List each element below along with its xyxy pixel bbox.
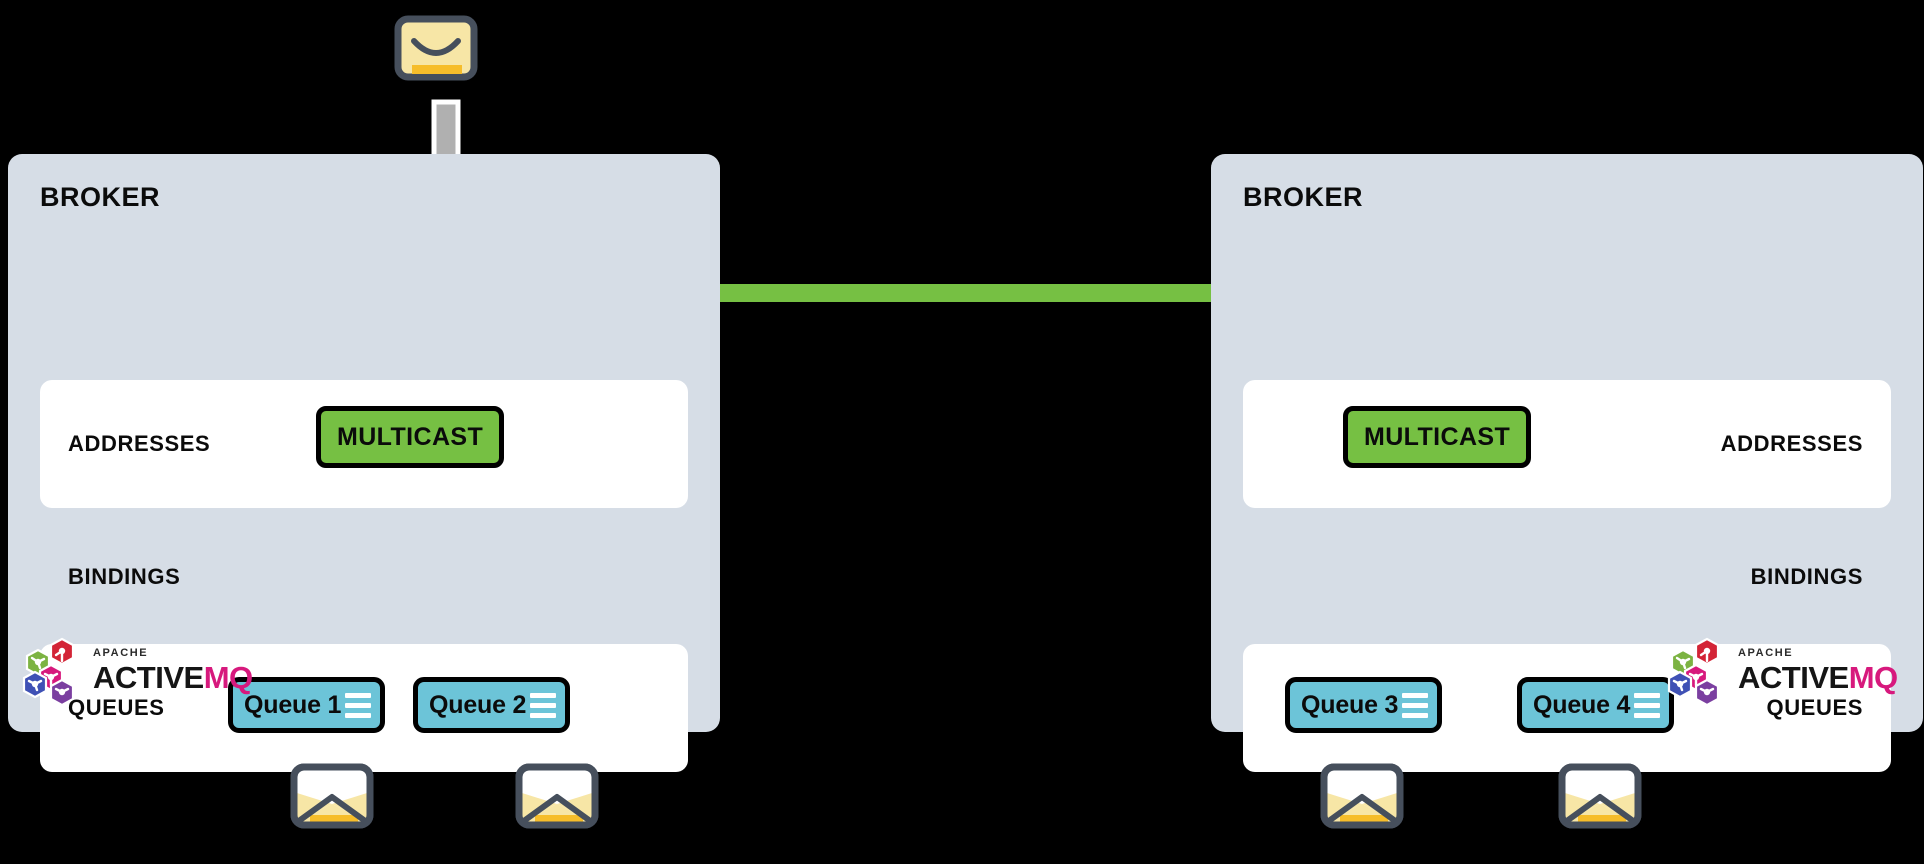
activemq-hexagon-logo-icon xyxy=(18,636,84,704)
addresses-label: ADDRESSES xyxy=(68,431,211,456)
queue-chip-3[interactable]: Queue 3 xyxy=(1285,677,1443,733)
queue-lines-icon xyxy=(345,692,372,718)
envelope-open-icon-2 xyxy=(515,763,599,829)
queues-row: QUEUES Queue 1 Queue 2 xyxy=(40,644,688,772)
address-multicast-chip[interactable]: MULTICAST xyxy=(316,406,505,468)
activemq-logo-right: APACHE ACTIVEMQ xyxy=(1663,636,1898,704)
addresses-row: ADDRESSES MULTICAST xyxy=(40,380,688,508)
logo-active-text: ACTIVE xyxy=(93,659,204,695)
address-multicast-chip[interactable]: MULTICAST xyxy=(1343,406,1532,468)
queue-chip-label: Queue 3 xyxy=(1301,690,1399,719)
broker-title: BROKER xyxy=(1243,182,1364,212)
envelope-open-icon-3 xyxy=(1320,763,1404,829)
queue-chip-4[interactable]: Queue 4 xyxy=(1517,677,1675,733)
logo-active-text: ACTIVE xyxy=(1738,659,1849,695)
logo-apache-text: APACHE xyxy=(93,646,149,659)
queues-label: QUEUES xyxy=(68,695,165,720)
broker-panel-left: BROKER ADDRESSES MULTICAST BINDINGS QUEU… xyxy=(8,154,720,772)
broker-panel-right: BROKER ADDRESSES MULTICAST BINDINGS QUEU… xyxy=(1211,154,1923,772)
envelope-open-icon-4 xyxy=(1558,763,1642,829)
bindings-label: BINDINGS xyxy=(1750,564,1863,589)
queue-chip-label: Queue 2 xyxy=(429,690,527,719)
logo-mq-text: MQ xyxy=(203,659,253,695)
queue-lines-icon xyxy=(530,692,557,718)
logo-mq-text: MQ xyxy=(1848,659,1898,695)
queues-label: QUEUES xyxy=(1766,695,1863,720)
logo-apache-text: APACHE xyxy=(1738,646,1794,659)
queue-chip-label: Queue 1 xyxy=(244,690,342,719)
queue-chip-1[interactable]: Queue 1 xyxy=(228,677,386,733)
queue-lines-icon xyxy=(1402,692,1429,718)
queue-chip-label: Queue 4 xyxy=(1533,690,1631,719)
envelope-open-icon-1 xyxy=(290,763,374,829)
addresses-row: ADDRESSES MULTICAST xyxy=(1243,380,1891,508)
broker-title: BROKER xyxy=(40,182,161,212)
bindings-label: BINDINGS xyxy=(68,564,181,589)
activemq-hexagon-logo-icon xyxy=(1663,636,1729,704)
queues-row: QUEUES Queue 3 Queue 4 xyxy=(1243,644,1891,772)
envelope-closed-icon xyxy=(394,15,478,81)
queue-lines-icon xyxy=(1634,692,1661,718)
activemq-logo-left: APACHE ACTIVEMQ xyxy=(18,636,253,704)
queue-chip-2[interactable]: Queue 2 xyxy=(413,677,571,733)
addresses-label: ADDRESSES xyxy=(1720,431,1863,456)
